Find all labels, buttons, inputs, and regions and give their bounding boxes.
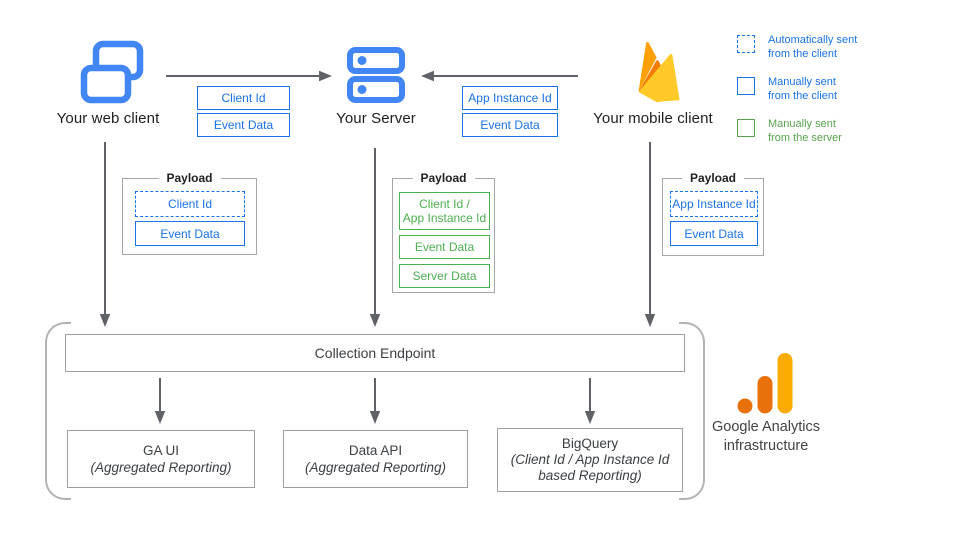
payload-web: Payload Client Id Event Data xyxy=(122,171,257,255)
legend-line: Manually sent xyxy=(768,118,836,130)
node-subtitle: (Aggregated Reporting) xyxy=(90,460,232,475)
payload-item-server-data: Server Data xyxy=(399,264,490,288)
payload-item-app-instance-id: App Instance Id xyxy=(670,191,758,217)
payload-server: Payload Client Id / App Instance Id Even… xyxy=(392,171,495,293)
payload-item-event-data: Event Data xyxy=(135,221,245,246)
payload-item-client-id: Client Id xyxy=(135,191,245,217)
payload-item-event-data: Event Data xyxy=(399,235,490,259)
legend-label-auto-client: Automatically sent from the client xyxy=(768,34,857,61)
legend-line: Automatically sent xyxy=(768,34,858,46)
web-client-icon xyxy=(80,40,144,104)
legend-label-manual-client: Manually sent from the client xyxy=(768,76,837,103)
ga-ui-box: GA UI (Aggregated Reporting) xyxy=(67,430,255,488)
payload-item-event-data: Event Data xyxy=(670,221,758,246)
node-subtitle: (Client Id / App Instance Id xyxy=(510,452,670,467)
payload-title: Payload xyxy=(412,171,475,185)
legend-line: Manually sent xyxy=(768,76,836,88)
node-title: GA UI xyxy=(142,443,179,458)
mobile-client-label: Your mobile client xyxy=(593,110,713,127)
tag-app-instance-id: App Instance Id xyxy=(462,86,558,110)
legend-line: from the client xyxy=(768,89,838,102)
legend-label-manual-server: Manually sent from the server xyxy=(768,118,842,145)
legend-swatch-manual-client xyxy=(737,77,755,95)
web-client-label: Your web client xyxy=(56,110,160,127)
infrastructure-caption: Google Analytics infrastructure xyxy=(688,418,844,456)
caption-line: infrastructure xyxy=(723,438,809,454)
tag-event-data: Event Data xyxy=(462,113,558,137)
google-analytics-icon xyxy=(737,353,793,414)
payload-title: Payload xyxy=(158,171,221,185)
node-title: BigQuery xyxy=(561,436,619,451)
caption-line: Google Analytics xyxy=(711,419,820,435)
payload-item-line: App Instance Id xyxy=(402,211,487,225)
node-title: Data API xyxy=(348,443,403,458)
legend-line: from the client xyxy=(768,47,838,60)
server-icon xyxy=(347,47,405,103)
firebase-icon xyxy=(638,42,680,103)
infrastructure-bracket-left xyxy=(45,322,71,500)
collection-endpoint-box: Collection Endpoint xyxy=(65,334,685,372)
node-subtitle: (Aggregated Reporting) xyxy=(304,460,447,475)
legend-swatch-auto-client xyxy=(737,35,755,53)
tag-client-id: Client Id xyxy=(197,86,290,110)
node-subtitle: based Reporting) xyxy=(538,468,642,483)
tag-event-data: Event Data xyxy=(197,113,290,137)
legend-swatch-manual-server xyxy=(737,119,755,137)
payload-mobile: Payload App Instance Id Event Data xyxy=(662,171,764,256)
bigquery-box: BigQuery (Client Id / App Instance Id ba… xyxy=(497,428,683,492)
payload-title: Payload xyxy=(681,171,745,185)
payload-item-line: Client Id / xyxy=(419,197,470,211)
server-label: Your Server xyxy=(336,110,416,127)
legend-line: from the server xyxy=(768,131,842,144)
payload-item-client-or-app-id: Client Id / App Instance Id xyxy=(399,192,490,230)
data-api-box: Data API (Aggregated Reporting) xyxy=(283,430,468,488)
